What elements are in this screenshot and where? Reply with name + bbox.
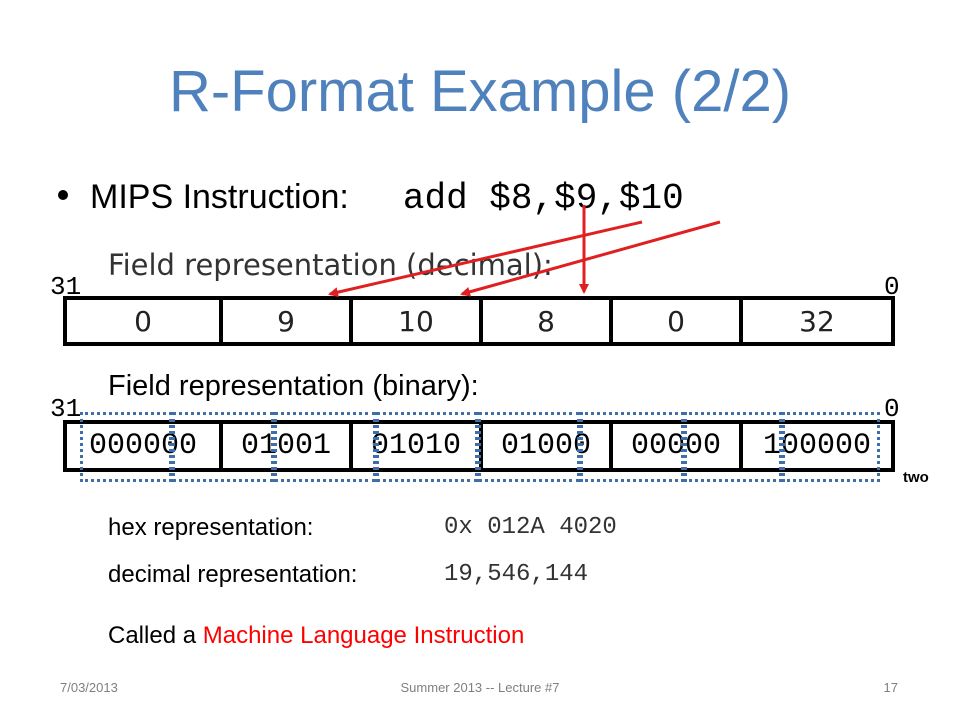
bit-0-label-binary: 0 bbox=[884, 394, 900, 424]
footer-date: 7/03/2013 bbox=[60, 680, 118, 695]
decimal-value: 19,546,144 bbox=[444, 561, 589, 588]
machine-language-highlight: Machine Language Instruction bbox=[202, 622, 525, 649]
binary-field-rt: 01010 bbox=[353, 424, 483, 468]
hex-representation-row: hex representation: 0x 012A 4020 bbox=[108, 514, 617, 542]
bullet-icon bbox=[58, 190, 68, 201]
decimal-field-box: 0 9 10 8 0 32 bbox=[63, 296, 895, 346]
nibble-group-box bbox=[580, 412, 684, 482]
nibble-group-box bbox=[376, 412, 478, 482]
footer-course: Summer 2013 -- Lecture #7 bbox=[400, 680, 560, 695]
binary-field-label: Field representation (binary): bbox=[108, 370, 479, 402]
decimal-field-funct: 32 bbox=[799, 304, 835, 338]
decimal-field-rs: 9 bbox=[223, 300, 353, 342]
machine-language-note: Called a Machine Language Instruction bbox=[108, 622, 524, 650]
hex-value: 0x 012A 4020 bbox=[444, 514, 617, 541]
nibble-group-box bbox=[782, 412, 880, 482]
footer-page-number: 17 bbox=[883, 680, 898, 695]
nibble-group-box bbox=[478, 412, 580, 482]
decimal-field-opcode: 0 bbox=[67, 300, 223, 342]
decimal-representation-row: decimal representation: 19,546,144 bbox=[108, 561, 588, 589]
arrow-rd-to-field bbox=[328, 220, 643, 298]
nibble-group-box bbox=[172, 412, 274, 482]
arrow-rt-to-field bbox=[460, 220, 721, 297]
binary-field-opcode: 000000 bbox=[67, 424, 223, 468]
nibble-group-box bbox=[274, 412, 376, 482]
bit-0-label: 0 bbox=[884, 272, 900, 302]
decimal-field-rd: 8 bbox=[483, 300, 613, 342]
nibble-group-box bbox=[80, 412, 172, 482]
hex-label: hex representation: bbox=[108, 514, 314, 541]
bit-31-label-binary: 31 bbox=[50, 394, 82, 424]
binary-field-rd: 01000 bbox=[483, 424, 613, 468]
decimal-label: decimal representation: bbox=[108, 561, 358, 588]
nibble-group-box bbox=[684, 412, 782, 482]
base-two-subscript: two bbox=[903, 469, 929, 486]
decimal-field-label: Field representation (decimal): bbox=[108, 248, 553, 282]
binary-field-rs: 01001 bbox=[223, 424, 353, 468]
decimal-field-shamt: 0 bbox=[613, 300, 743, 342]
instruction-text: add $8,$9,$10 bbox=[402, 178, 684, 219]
bullet-label: MIPS Instruction: bbox=[90, 178, 349, 216]
bullet-mips-instruction: MIPS Instruction: add $8,$9,$10 bbox=[58, 178, 684, 219]
binary-field-shamt: 00000 bbox=[613, 424, 743, 468]
slide-title: R-Format Example (2/2) bbox=[168, 59, 792, 124]
decimal-field-rt: 10 bbox=[353, 300, 483, 342]
called-prefix: Called a bbox=[108, 622, 203, 649]
